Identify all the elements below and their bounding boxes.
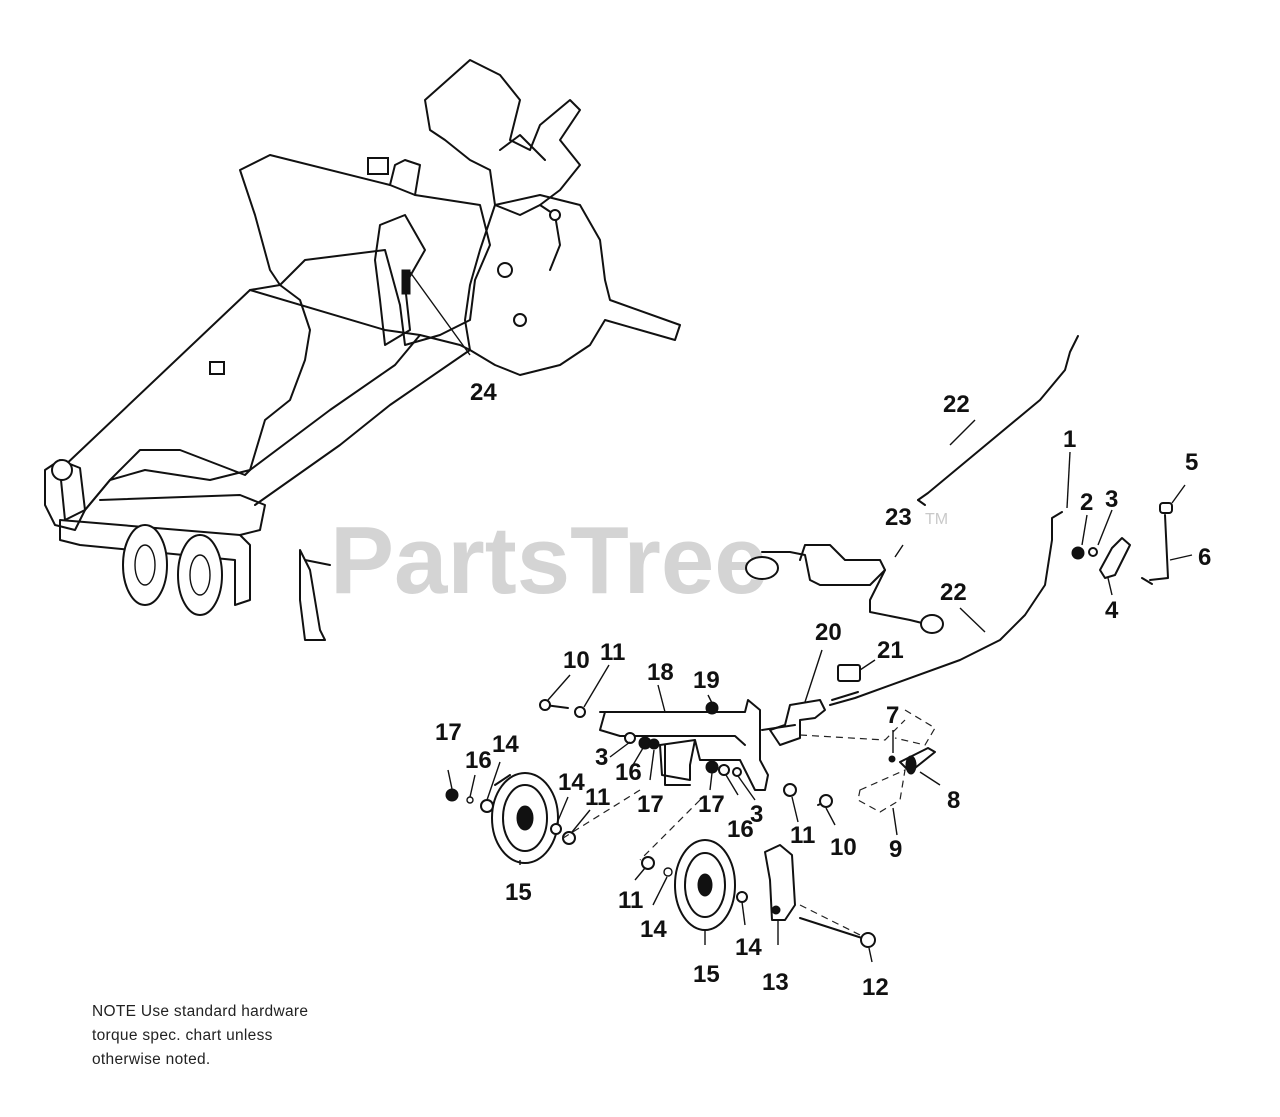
hardware-note: NOTE Use standard hardware torque spec. … [92, 1000, 392, 1072]
callout-3-right: 3 [1105, 486, 1118, 513]
callout-15-lower: 15 [693, 961, 720, 988]
callout-13: 13 [762, 969, 789, 996]
callout-1: 1 [1063, 426, 1076, 453]
callout-22-lower: 22 [940, 579, 967, 606]
callout-9: 9 [889, 836, 902, 863]
callout-5: 5 [1185, 449, 1198, 476]
note-line-2: torque spec. chart unless [92, 1027, 273, 1044]
callout-22-upper: 22 [943, 391, 970, 418]
callout-16-left: 16 [465, 747, 492, 774]
callout-21: 21 [877, 637, 904, 664]
callout-6: 6 [1198, 544, 1211, 571]
parts-illustration [445, 335, 1173, 948]
callout-14-left: 14 [492, 731, 519, 758]
callout-3-mid: 3 [750, 801, 763, 828]
callout-10-left: 10 [563, 647, 590, 674]
callout-20: 20 [815, 619, 842, 646]
callout-3-left: 3 [595, 744, 608, 771]
callout-8: 8 [947, 787, 960, 814]
callout-14-lower: 14 [640, 916, 667, 943]
callout-15-left: 15 [505, 879, 532, 906]
watermark-trademark: TM [925, 511, 948, 528]
callout-14-mid: 14 [558, 769, 585, 796]
callout-17-mid-right: 17 [698, 791, 725, 818]
callout-14-lower-right: 14 [735, 934, 762, 961]
callout-11-mid: 11 [585, 784, 610, 811]
callout-24: 24 [470, 379, 497, 406]
callout-2: 2 [1080, 489, 1093, 516]
callout-12: 12 [862, 974, 889, 1001]
callout-11-lower: 11 [618, 887, 643, 914]
callout-11-left: 11 [600, 639, 625, 666]
watermark-text: PartsTree [330, 507, 768, 614]
callout-19: 19 [693, 667, 720, 694]
callout-4: 4 [1105, 597, 1119, 624]
tractor-frame-illustration [44, 59, 681, 641]
callout-16-mid-left: 16 [615, 759, 642, 786]
leader-lines [409, 271, 1193, 963]
callout-18: 18 [647, 659, 674, 686]
callout-23: 23 [885, 504, 912, 531]
note-line-1: NOTE Use standard hardware [92, 1003, 309, 1020]
note-line-3: otherwise noted. [92, 1051, 211, 1068]
callout-11-right: 11 [790, 822, 815, 849]
callout-16-mid-right: 16 [727, 816, 754, 843]
callout-10-right: 10 [830, 834, 857, 861]
callout-labels: 24 22 1 5 2 3 6 4 23 22 20 21 7 8 9 18 1… [435, 379, 1211, 1001]
callout-17-left: 17 [435, 719, 462, 746]
callout-7: 7 [886, 702, 899, 729]
callout-17-mid-left: 17 [637, 791, 664, 818]
